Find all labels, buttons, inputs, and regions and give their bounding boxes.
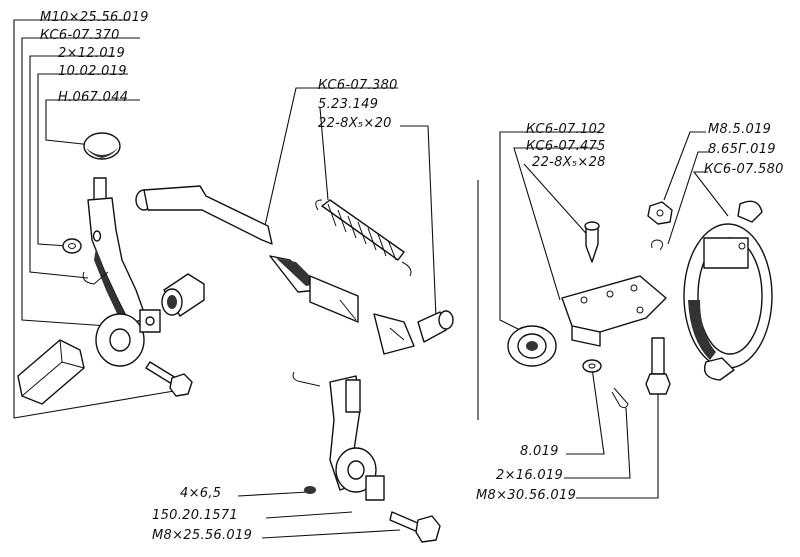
label-left-3: 2×12.019 [58, 46, 126, 61]
label-right-2: КС6-07.475 [526, 139, 606, 154]
pin-right [584, 221, 600, 263]
label-right-5: 8.65Г.019 [708, 142, 776, 157]
cotter-pin-right [611, 387, 629, 409]
label-left-5: Н.067.044 [58, 90, 129, 105]
bracket-plate [561, 275, 667, 347]
nut-right [647, 201, 673, 225]
label-bottom-right-3: M8×30.56.019 [476, 488, 577, 503]
bolt-bottom [389, 511, 441, 543]
label-left-2: КС6-07.370 [40, 28, 120, 43]
leaders-center [263, 87, 437, 319]
label-bottom-center-2: 150.20.1571 [152, 508, 239, 523]
label-center-2: 5.23.149 [318, 97, 379, 112]
label-right-4: M8.5.019 [708, 122, 772, 137]
label-bottom-right-1: 8.019 [520, 444, 559, 459]
label-bottom-center-3: M8×25.56.019 [152, 528, 253, 543]
spring-washer [651, 239, 664, 251]
label-right-3: 22-8X₅×28 [532, 155, 606, 170]
pin-left [82, 271, 109, 285]
label-center-3: 22-8X₅×20 [318, 116, 392, 131]
label-left-1: M10×25.56.019 [40, 10, 149, 25]
label-center-1: КС6-07.380 [318, 78, 398, 93]
label-right-1: КС6-07.102 [526, 122, 606, 137]
label-right-6: КС6-07.580 [704, 162, 784, 177]
clevis-pin [417, 310, 454, 343]
pin-bottom [292, 371, 321, 387]
leaders-bottom [237, 367, 659, 539]
label-left-4: 10.02.019 [58, 64, 127, 79]
spring [315, 199, 412, 277]
key-small [304, 486, 316, 494]
bent-rod [135, 185, 273, 245]
knob-ball [83, 132, 121, 160]
clevis [373, 313, 415, 355]
pulley [507, 325, 557, 367]
lower-lever [329, 375, 385, 501]
washer-left [62, 238, 82, 254]
rod-with-fork [269, 255, 359, 323]
washer-right [582, 359, 602, 373]
clamp-ring [683, 200, 773, 381]
bolt-right [645, 337, 671, 395]
label-bottom-right-2: 2×16.019 [496, 468, 564, 483]
hex-rod [17, 339, 85, 405]
bolt-left [145, 361, 193, 397]
leaders-right [477, 131, 729, 420]
bushing [161, 273, 205, 317]
lever-arm [87, 177, 161, 367]
label-bottom-center-1: 4×6,5 [180, 486, 222, 501]
leaders-left [13, 19, 181, 419]
